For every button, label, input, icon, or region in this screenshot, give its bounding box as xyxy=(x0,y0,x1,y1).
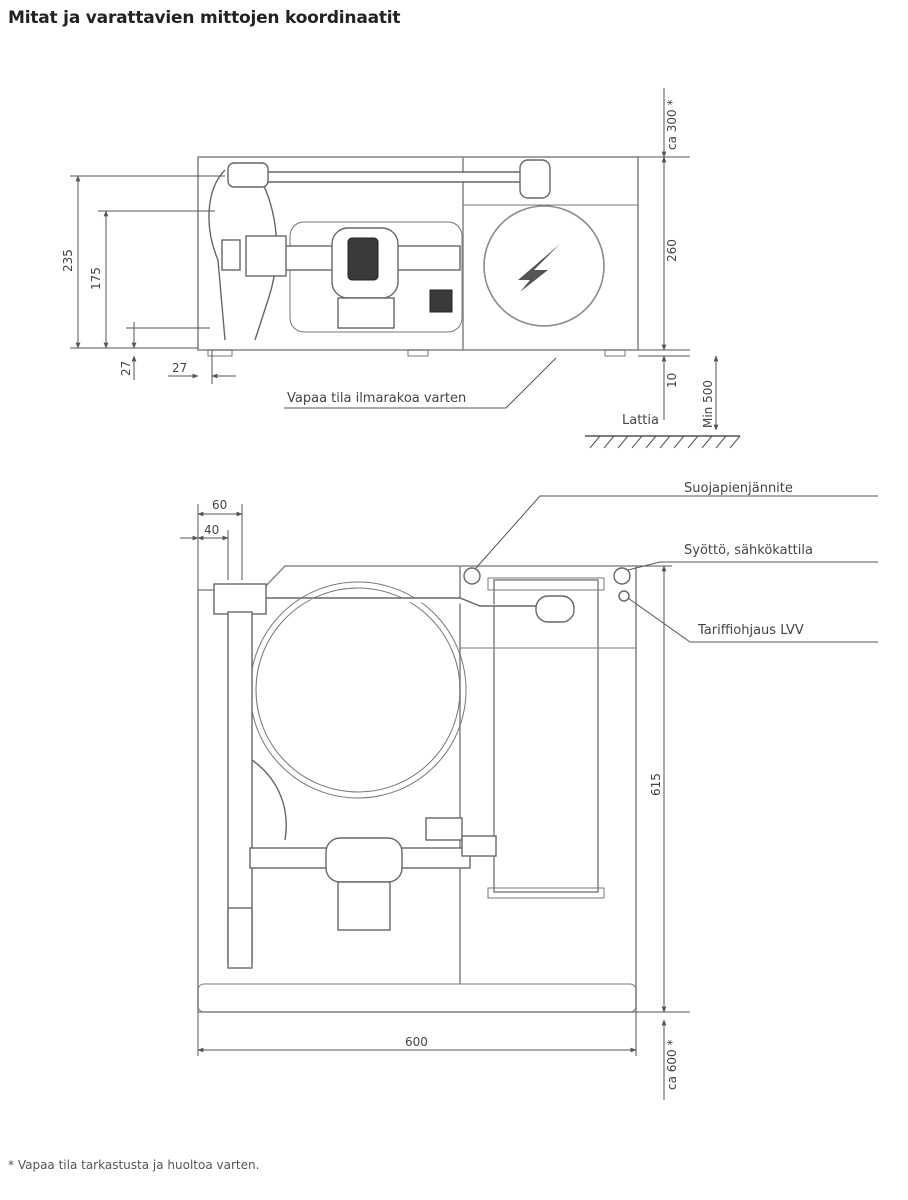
floor-hatching xyxy=(589,435,741,449)
dim-ca300: ca 300 * xyxy=(665,100,679,150)
label-suoja: Suojapienjännite xyxy=(684,481,793,496)
top-pipe xyxy=(239,171,541,183)
foot xyxy=(407,349,429,357)
foot xyxy=(604,349,626,357)
front-base-panel xyxy=(197,983,637,1013)
elbow-fitting xyxy=(519,159,551,199)
heater-circle xyxy=(483,205,605,327)
terminal-tariffi xyxy=(618,590,630,602)
lower-pump-base xyxy=(337,881,391,931)
lower-pump xyxy=(325,837,403,883)
valve xyxy=(221,239,241,271)
top-left-fitting xyxy=(213,583,267,615)
dim-175: 175 xyxy=(89,267,103,290)
dim-40: 40 xyxy=(204,523,219,537)
manifold xyxy=(245,235,287,277)
dim-260: 260 xyxy=(665,239,679,262)
footnote: * Vapaa tila tarkastusta ja huoltoa vart… xyxy=(8,1158,260,1172)
lightning-icon xyxy=(518,244,560,292)
pump-display-icon xyxy=(347,237,379,281)
electric-heater xyxy=(493,579,599,893)
fitting xyxy=(227,162,269,188)
valve-fitting xyxy=(425,817,463,841)
left-pipe-end xyxy=(227,907,253,969)
air-space-label: Vapaa tila ilmarakoa varten xyxy=(287,391,466,406)
tank-body xyxy=(289,221,463,333)
floor-label: Lattia xyxy=(622,413,659,428)
dim-600: 600 xyxy=(405,1035,428,1049)
front-cabinet-outline xyxy=(197,590,637,1013)
dim-min500: Min 500 xyxy=(701,380,715,428)
dim-27-vertical: 27 xyxy=(119,361,133,376)
dim-235: 235 xyxy=(61,249,75,272)
terminal-syotto xyxy=(613,567,631,585)
upper-pipe xyxy=(262,597,545,607)
curved-pipe xyxy=(251,759,287,841)
tank-circle xyxy=(249,581,467,799)
dim-615: 615 xyxy=(649,773,663,796)
dim-ca600: ca 600 * xyxy=(665,1040,679,1090)
page-title: Mitat ja varattavien mittojen koordinaat… xyxy=(8,8,401,28)
callout-syotto xyxy=(627,561,878,571)
foot xyxy=(207,349,233,357)
pump-base xyxy=(337,297,395,329)
terminal-suoja xyxy=(463,567,481,585)
dim-27-horizontal: 27 xyxy=(172,361,187,375)
left-pipe xyxy=(208,169,226,341)
label-tariffi: Tariffiohjaus LVV xyxy=(697,623,804,638)
top-view: ca 300 * 260 10 Min 500 235 175 27 27 Va… xyxy=(61,88,741,449)
label-syotto: Syöttö, sähkökattila xyxy=(684,543,813,558)
front-view: Suojapienjännite Syöttö, sähkökattila Ta… xyxy=(180,481,878,1100)
callout-tariffi xyxy=(627,597,878,643)
dim-60: 60 xyxy=(212,498,227,512)
valve-icon xyxy=(429,289,453,313)
pipe-end-cap xyxy=(535,595,575,623)
callout-suoja xyxy=(475,495,878,569)
dim-10: 10 xyxy=(665,373,679,388)
